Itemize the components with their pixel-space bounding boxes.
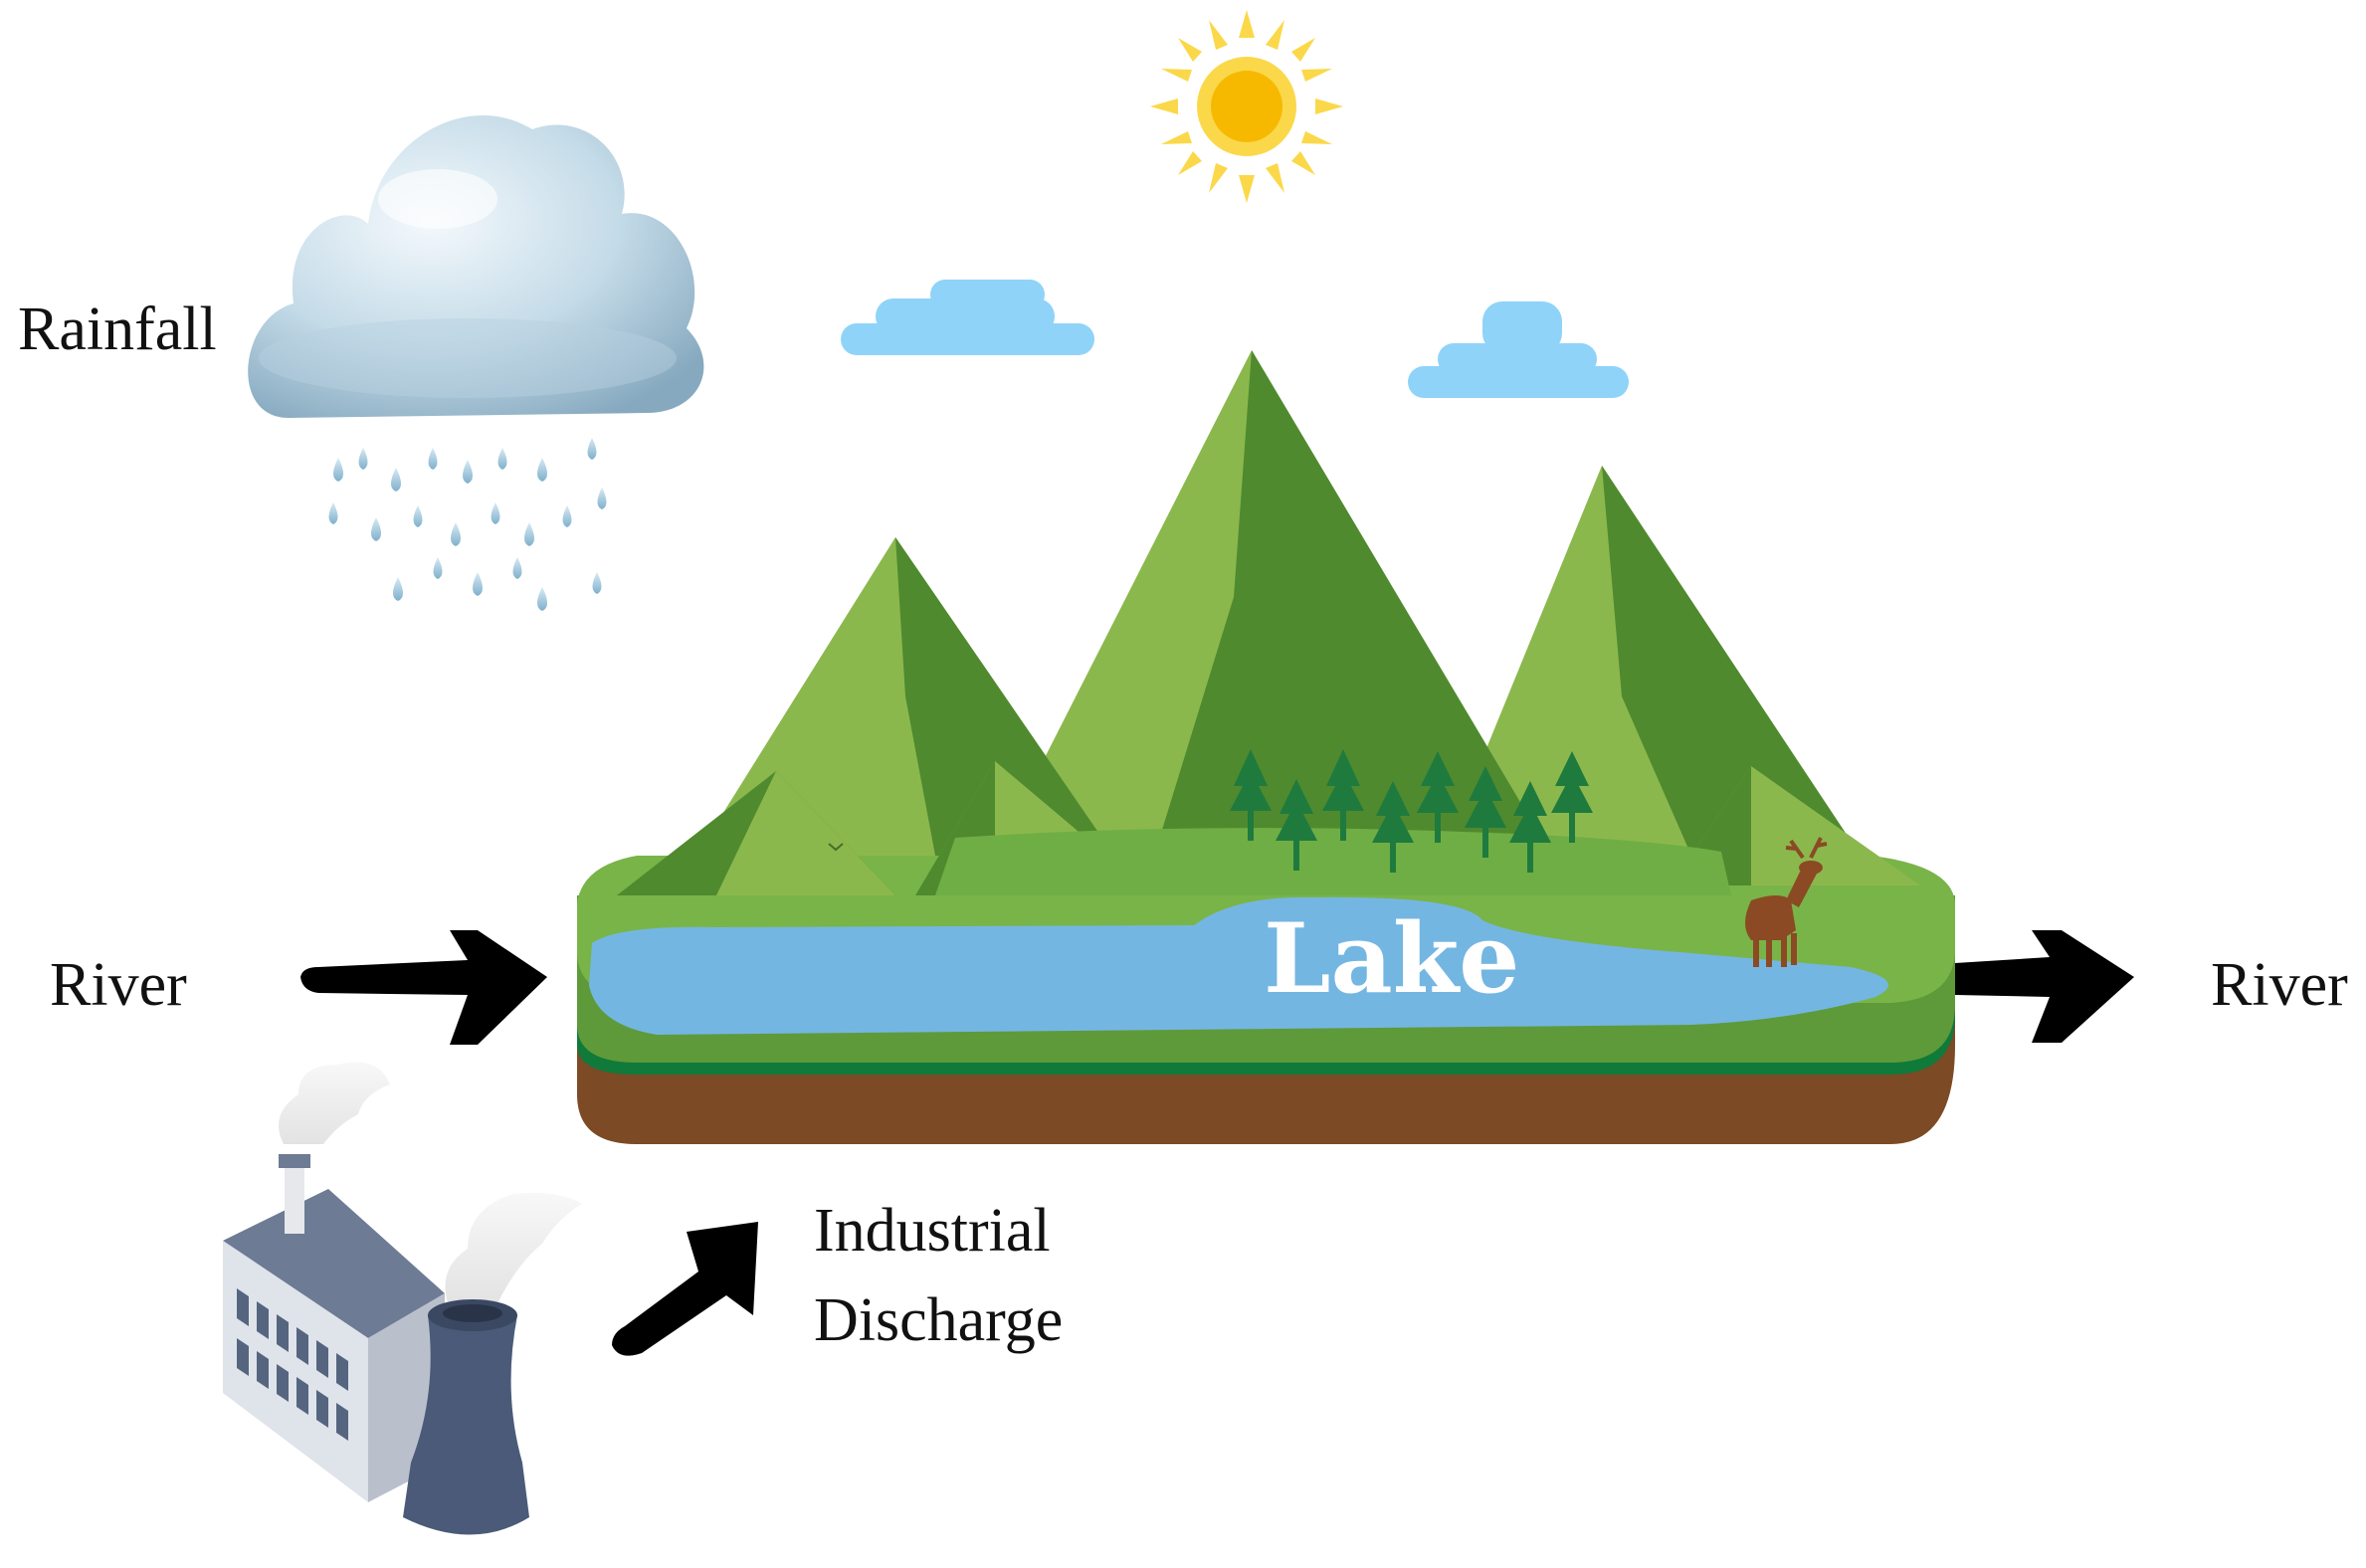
sky-cloud-right	[1408, 301, 1629, 398]
rainfall-label: Rainfall	[18, 294, 217, 365]
river-outflow-label: River	[2211, 950, 2348, 1021]
sky-cloud-left	[841, 280, 1094, 355]
industrial-discharge-label: Industrial Discharge	[814, 1186, 1063, 1365]
mountains	[587, 350, 1950, 935]
factory-icon	[223, 1063, 582, 1535]
arrow-river-out	[1955, 930, 2134, 1043]
industrial-label-line1: Industrial	[814, 1186, 1063, 1275]
raindrops	[329, 438, 607, 611]
rain-cloud-icon	[248, 115, 703, 611]
arrow-river-in	[300, 930, 547, 1045]
lake-label: Lake	[1264, 911, 1519, 1007]
river-inflow-label: River	[50, 950, 187, 1021]
industrial-label-line2: Discharge	[814, 1275, 1063, 1365]
sun-icon	[1150, 10, 1343, 203]
arrow-industrial	[612, 1222, 758, 1356]
